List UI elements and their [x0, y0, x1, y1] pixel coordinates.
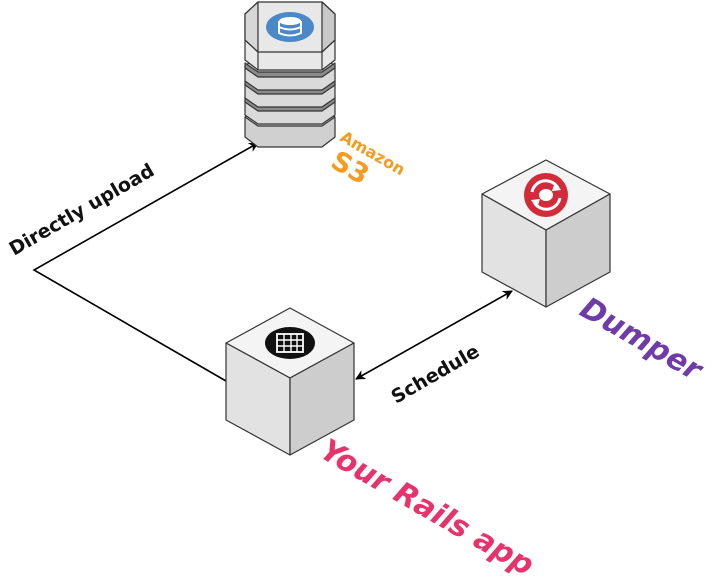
- upload-connector: [32, 142, 259, 382]
- edge-directly-upload: Directly upload: [6, 142, 259, 382]
- server-rack-icon: [265, 327, 315, 359]
- schedule-label: Schedule: [388, 340, 484, 408]
- dumper-node[interactable]: Dumper: [481, 159, 710, 389]
- sync-icon: [524, 173, 568, 217]
- dumper-label: Dumper: [574, 291, 710, 389]
- schedule-connector: [355, 290, 513, 380]
- edge-schedule: Schedule: [355, 290, 513, 408]
- rails-app-node[interactable]: Your Rails app: [225, 307, 540, 581]
- upload-label: Directly upload: [6, 160, 159, 261]
- s3-node[interactable]: Amazon S3: [244, 1, 408, 191]
- database-icon: [266, 12, 314, 42]
- rails-app-label: Your Rails app: [314, 433, 540, 581]
